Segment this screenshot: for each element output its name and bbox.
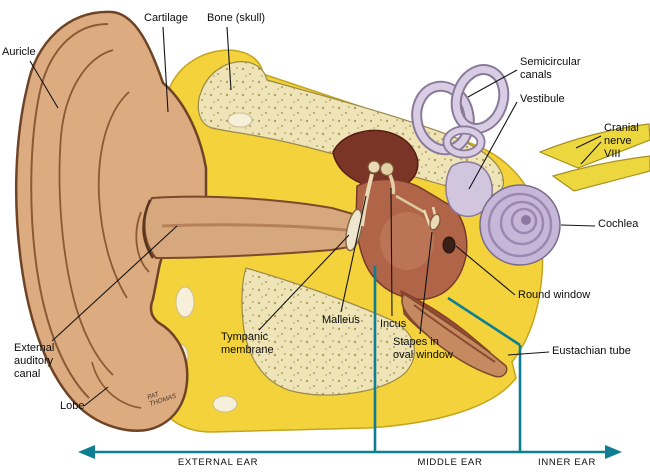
round-window-shape <box>442 236 456 254</box>
malleus-shape <box>360 173 374 227</box>
label-malleus: Malleus <box>322 314 360 326</box>
malleus-head <box>367 160 381 174</box>
attic-mass <box>332 129 419 190</box>
label-vestibule: Vestibule <box>520 93 565 105</box>
inner-ear-structures <box>411 64 561 266</box>
label-stapes-in-oval-window: Stapes in oval window <box>393 336 453 361</box>
label-external-auditory-canal: External auditory canal <box>14 342 55 380</box>
label-bone-skull: Bone (skull) <box>207 12 266 24</box>
ossicles <box>360 160 441 231</box>
region-divider-lines <box>94 266 606 454</box>
semicircular-canal-3-inner <box>444 127 484 157</box>
left-arrowhead <box>78 445 95 459</box>
label-round-window: Round window <box>518 289 591 301</box>
cochlea-turn-1 <box>487 192 553 258</box>
label-cranial-nerve-viii: Cranial nerve VIII <box>604 122 639 160</box>
region-label-inner-ear: INNER EAR <box>537 457 597 468</box>
region-label-external-ear: EXTERNAL EAR <box>177 457 259 468</box>
label-incus: Incus <box>380 318 407 330</box>
cochlea-turn-3 <box>510 207 538 235</box>
cochlea-apex <box>521 215 531 225</box>
vestibule-shape <box>445 161 493 218</box>
cochlea-shape <box>479 184 561 266</box>
incus-shape <box>379 161 395 177</box>
skull-bone-lower <box>241 267 415 396</box>
label-tympanic-membrane: Tympanic membrane <box>221 331 274 356</box>
region-label-middle-ear: MIDDLE EAR <box>417 457 483 468</box>
incus-process <box>388 174 396 195</box>
cochlea-turn-2 <box>499 200 545 246</box>
tympanic-membrane-shape <box>345 208 363 252</box>
label-lobe: Lobe <box>60 400 85 412</box>
eustachian-tube-shape <box>401 292 508 378</box>
label-auricle: Auricle <box>2 46 36 58</box>
label-cochlea: Cochlea <box>598 218 639 230</box>
incus-stapes-joint <box>395 194 425 214</box>
oval-window-shape <box>429 213 441 231</box>
label-eustachian-tube: Eustachian tube <box>552 345 631 357</box>
cranial-nerve-shape <box>538 123 650 192</box>
leader-lines <box>29 26 602 407</box>
label-cartilage: Cartilage <box>144 12 189 24</box>
auricle-shape <box>14 10 208 432</box>
right-arrowhead <box>605 445 622 459</box>
ear-canal-shape <box>142 195 357 260</box>
label-semicircular-canals: Semicircular canals <box>520 56 581 81</box>
